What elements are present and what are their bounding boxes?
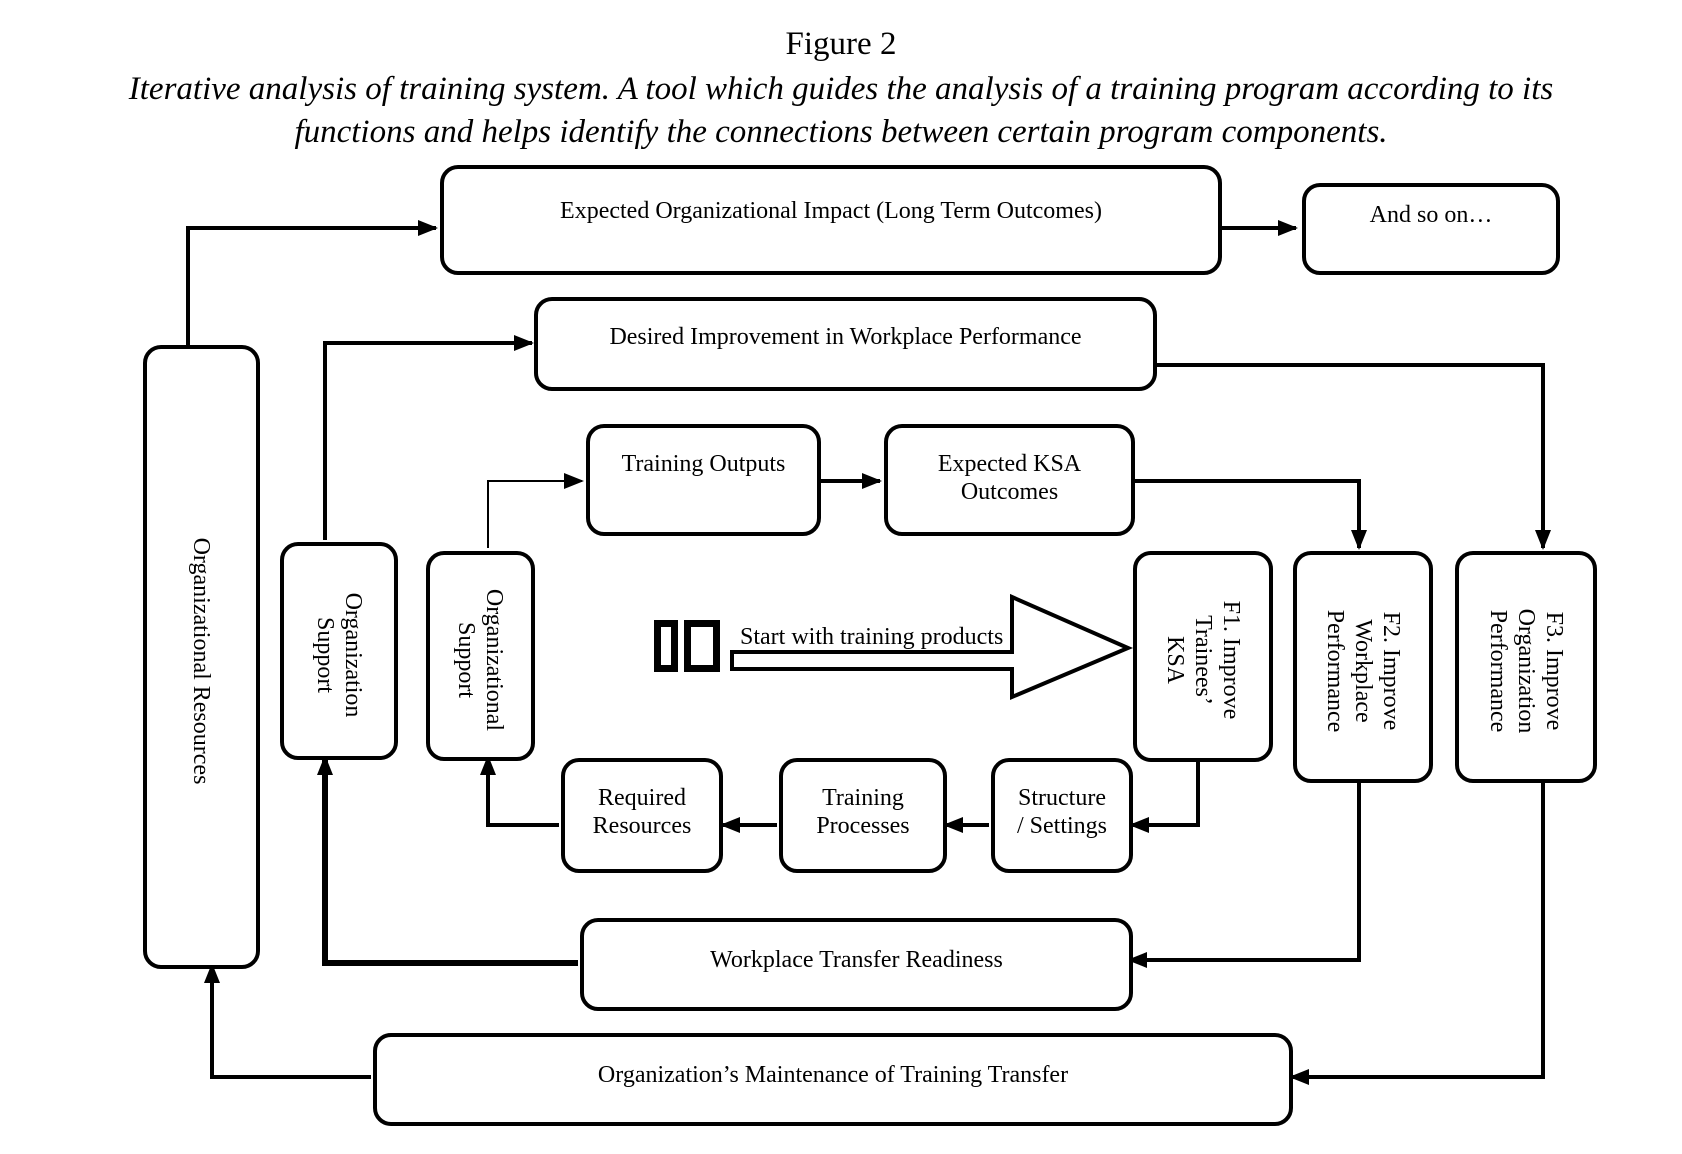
arrow-desired-to-f3 [1152, 363, 1551, 550]
structure-settings-line1: Structure [1018, 785, 1106, 811]
caption-line-1: Iterative analysis of training system. A… [128, 71, 1554, 107]
arrow-transfer-to-org-support [317, 755, 578, 966]
structure-settings-label: Structure / Settings [995, 784, 1129, 840]
required-resources-label: Required Resources [565, 784, 719, 840]
organizational-support-line2: Support [453, 621, 479, 699]
box-f2: F2. Improve Workplace Performance [1293, 551, 1433, 783]
box-maintenance-of-training-transfer: Organization’s Maintenance of Training T… [373, 1033, 1293, 1126]
organization-support-line1: Organization [340, 592, 366, 718]
f2-line2: Workplace [1350, 619, 1376, 723]
expected-ksa-line1: Expected KSA [937, 451, 1082, 477]
organization-support-line2: Support [312, 616, 338, 694]
required-resources-line1: Required [598, 785, 686, 811]
training-processes-line1: Training [822, 785, 904, 811]
arrow-f1-to-structure [1129, 760, 1200, 833]
caption-line-2: functions and helps identify the connect… [294, 114, 1388, 150]
box-required-resources: Required Resources [561, 758, 723, 873]
f1-line1: F1. Improve [1218, 600, 1244, 720]
required-resources-line2: Resources [592, 813, 692, 839]
f3-line3: Performance [1485, 609, 1511, 733]
desired-improvement-label: Desired Improvement in Workplace Perform… [609, 324, 1082, 350]
figure-caption: Iterative analysis of training system. A… [0, 68, 1682, 154]
f3-line1: F3. Improve [1541, 611, 1567, 731]
organizational-support-label: Organizational Support [452, 589, 508, 731]
organizational-support-line1: Organizational [481, 588, 507, 732]
f3-line2: Organization [1513, 608, 1539, 734]
arrow-resources-to-impact [186, 220, 438, 345]
figure-label: Figure 2 [785, 26, 897, 62]
expected-ksa-label: Expected KSA Outcomes [888, 450, 1131, 506]
f1-line2: Trainees’ [1190, 615, 1216, 705]
box-organization-support: Organization Support [280, 542, 398, 760]
arrow-maintenance-to-resources [204, 963, 371, 1079]
f2-line3: Performance [1322, 609, 1348, 733]
box-training-processes: Training Processes [779, 758, 947, 873]
training-processes-line2: Processes [816, 813, 910, 839]
training-outputs-label: Training Outputs [621, 451, 786, 477]
organizational-resources-label: Organizational Resources [188, 537, 214, 785]
box-structure-settings: Structure / Settings [991, 758, 1133, 873]
box-expected-organizational-impact: Expected Organizational Impact (Long Ter… [440, 165, 1222, 275]
start-icon [654, 620, 678, 672]
arrow-org-support-to-desired [323, 335, 534, 540]
arrow-f2-to-transfer [1127, 780, 1361, 968]
start-icon [684, 620, 720, 672]
arrow-required-to-organizational-support [480, 755, 559, 827]
f2-label: F2. Improve Workplace Performance [1321, 610, 1405, 733]
expected-org-impact-label: Expected Organizational Impact (Long Ter… [560, 198, 1102, 224]
expected-ksa-line2: Outcomes [960, 479, 1059, 505]
box-organizational-resources: Organizational Resources [143, 345, 260, 969]
box-and-so-on: And so on… [1302, 183, 1560, 275]
box-f1: F1. Improve Trainees’ KSA [1133, 551, 1273, 762]
box-expected-ksa: Expected KSA Outcomes [884, 424, 1135, 536]
structure-settings-line2: / Settings [1016, 813, 1107, 839]
and-so-on-label: And so on… [1369, 202, 1493, 228]
workplace-transfer-label: Workplace Transfer Readiness [710, 947, 1003, 973]
f1-line3: KSA [1162, 635, 1188, 684]
box-workplace-transfer-readiness: Workplace Transfer Readiness [580, 918, 1133, 1011]
start-arrow [730, 593, 1134, 701]
box-f3: F3. Improve Organization Performance [1455, 551, 1597, 783]
f2-line1: F2. Improve [1378, 611, 1404, 731]
organization-support-label: Organization Support [311, 593, 367, 718]
maintenance-label: Organization’s Maintenance of Training T… [597, 1062, 1069, 1088]
arrow-organizational-support-to-outputs [487, 473, 584, 548]
f1-label: F1. Improve Trainees’ KSA [1161, 601, 1245, 720]
training-processes-label: Training Processes [783, 784, 943, 840]
box-desired-improvement: Desired Improvement in Workplace Perform… [534, 297, 1157, 391]
box-organizational-support: Organizational Support [426, 551, 535, 761]
start-label: Start with training products [740, 624, 1004, 650]
f3-label: F3. Improve Organization Performance [1484, 609, 1568, 734]
box-training-outputs: Training Outputs [586, 424, 821, 536]
arrow-f3-to-maintenance [1289, 780, 1545, 1085]
arrow-ksa-to-f2 [1129, 479, 1367, 550]
